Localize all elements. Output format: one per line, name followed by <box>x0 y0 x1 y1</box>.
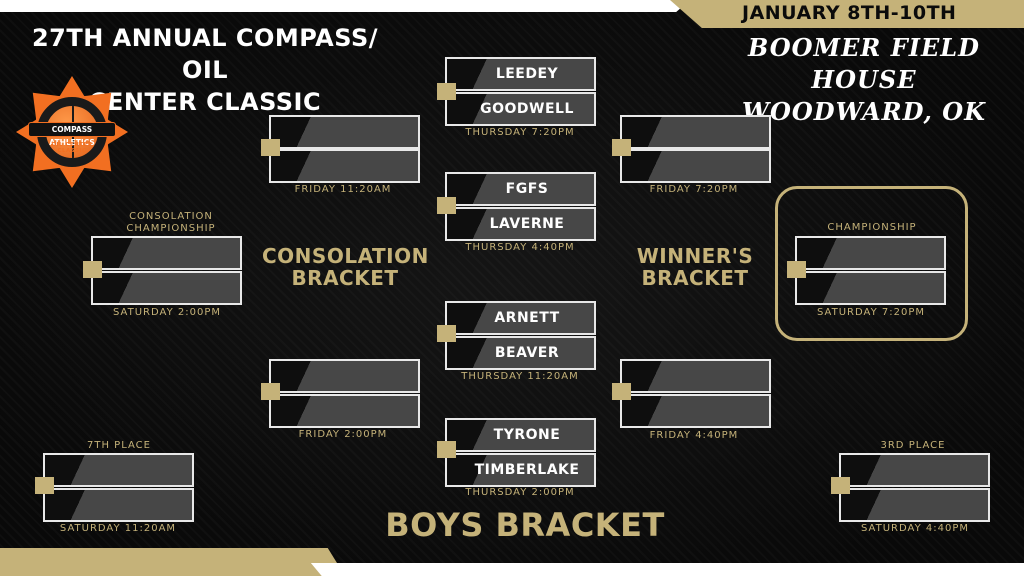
consolation-championship-label: CONSOLATION CHAMPIONSHIP <box>96 211 246 235</box>
team-name: LEEDEY <box>495 66 559 82</box>
boys-bracket-title: BOYS BRACKET <box>385 506 665 544</box>
matchup-slot: TIMBERLAKE <box>445 453 596 487</box>
winners-bracket-title: WINNER'S BRACKET <box>630 245 760 289</box>
game-connector-marker <box>787 261 806 278</box>
compass-athletics-logo: COMPASS ATHLETICS OIL CENTER CLASSIC <box>16 76 128 188</box>
matchup-slot <box>839 488 990 522</box>
event-dates: JANUARY 8TH-10TH <box>742 2 957 24</box>
matchup-slot <box>795 236 946 270</box>
matchup-slot <box>269 115 420 149</box>
top-gold-banner <box>670 0 1024 28</box>
matchup-slot <box>620 115 771 149</box>
matchup-slot: LEEDEY <box>445 57 596 91</box>
bottom-white-stripe <box>310 563 1024 576</box>
label-line: CONSOLATION <box>129 211 213 222</box>
team-name: TIMBERLAKE <box>474 462 580 478</box>
game-connector-marker <box>437 325 456 342</box>
venue: BOOMER FIELD HOUSE WOODWARD, OK <box>724 32 1004 128</box>
game-connector-marker <box>261 383 280 400</box>
game-connector-marker <box>83 261 102 278</box>
matchup-slot <box>91 271 242 305</box>
matchup-slot <box>269 149 420 183</box>
team-name: TYRONE <box>493 427 561 443</box>
tournament-title: 27TH ANNUAL COMPASS/ OIL CENTER CLASSIC <box>10 22 400 118</box>
title-line-1: 27TH ANNUAL COMPASS/ OIL <box>31 24 379 84</box>
championship-label: CHAMPIONSHIP <box>827 222 917 233</box>
game-connector-marker <box>261 139 280 156</box>
game-time: SATURDAY 7:20PM <box>817 307 925 318</box>
section-title-line: CONSOLATION <box>262 244 429 268</box>
section-title-line: WINNER'S <box>636 244 754 268</box>
game-time: SATURDAY 4:40PM <box>861 523 969 534</box>
team-name: BEAVER <box>494 345 560 361</box>
matchup-slot: LAVERNE <box>445 207 596 241</box>
game-connector-marker <box>437 83 456 100</box>
championship-frame <box>775 186 968 341</box>
bottom-gold-stripe <box>0 548 345 576</box>
game-time: THURSDAY 2:00PM <box>465 487 575 498</box>
matchup-slot <box>43 453 194 487</box>
matchup-slot <box>839 453 990 487</box>
team-name: GOODWELL <box>480 101 574 117</box>
game-time: SATURDAY 2:00PM <box>113 307 221 318</box>
matchup-slot <box>269 394 420 428</box>
matchup-slot <box>269 359 420 393</box>
matchup-slot: GOODWELL <box>445 92 596 126</box>
team-name: ARNETT <box>494 310 560 326</box>
top-white-stripe <box>0 0 690 12</box>
game-time: THURSDAY 4:40PM <box>465 242 575 253</box>
matchup-slot <box>620 394 771 428</box>
logo-banner: COMPASS ATHLETICS <box>28 122 116 147</box>
game-connector-marker <box>35 477 54 494</box>
matchup-slot <box>91 236 242 270</box>
matchup-slot <box>620 149 771 183</box>
section-title-line: BRACKET <box>291 266 399 290</box>
logo-subtitle: OIL CENTER CLASSIC <box>51 142 93 154</box>
game-time: FRIDAY 2:00PM <box>298 429 388 440</box>
game-connector-marker <box>612 139 631 156</box>
matchup-slot <box>43 488 194 522</box>
matchup-slot: TYRONE <box>445 418 596 452</box>
game-connector-marker <box>831 477 850 494</box>
consolation-bracket-title: CONSOLATION BRACKET <box>262 245 428 289</box>
game-time: THURSDAY 11:20AM <box>461 371 579 382</box>
game-connector-marker <box>612 383 631 400</box>
game-time: FRIDAY 4:40PM <box>649 430 739 441</box>
section-title-line: BRACKET <box>641 266 749 290</box>
matchup-slot <box>620 359 771 393</box>
matchup-slot: ARNETT <box>445 301 596 335</box>
matchup-slot: FGFS <box>445 172 596 206</box>
matchup-slot <box>795 271 946 305</box>
venue-name: BOOMER FIELD HOUSE <box>748 33 980 94</box>
venue-location: WOODWARD, OK <box>742 97 986 126</box>
game-time: SATURDAY 11:20AM <box>59 523 177 534</box>
game-connector-marker <box>437 441 456 458</box>
game-connector-marker <box>437 197 456 214</box>
label-line: CHAMPIONSHIP <box>126 223 216 234</box>
team-name: LAVERNE <box>489 216 565 232</box>
title-line-2: CENTER CLASSIC <box>88 88 322 116</box>
game-time: FRIDAY 11:20AM <box>294 184 392 195</box>
team-name: FGFS <box>505 181 549 197</box>
seventh-place-label: 7TH PLACE <box>87 440 151 451</box>
game-time: THURSDAY 7:20PM <box>465 127 575 138</box>
third-place-label: 3RD PLACE <box>880 440 946 451</box>
matchup-slot: BEAVER <box>445 336 596 370</box>
game-time: FRIDAY 7:20PM <box>649 184 739 195</box>
